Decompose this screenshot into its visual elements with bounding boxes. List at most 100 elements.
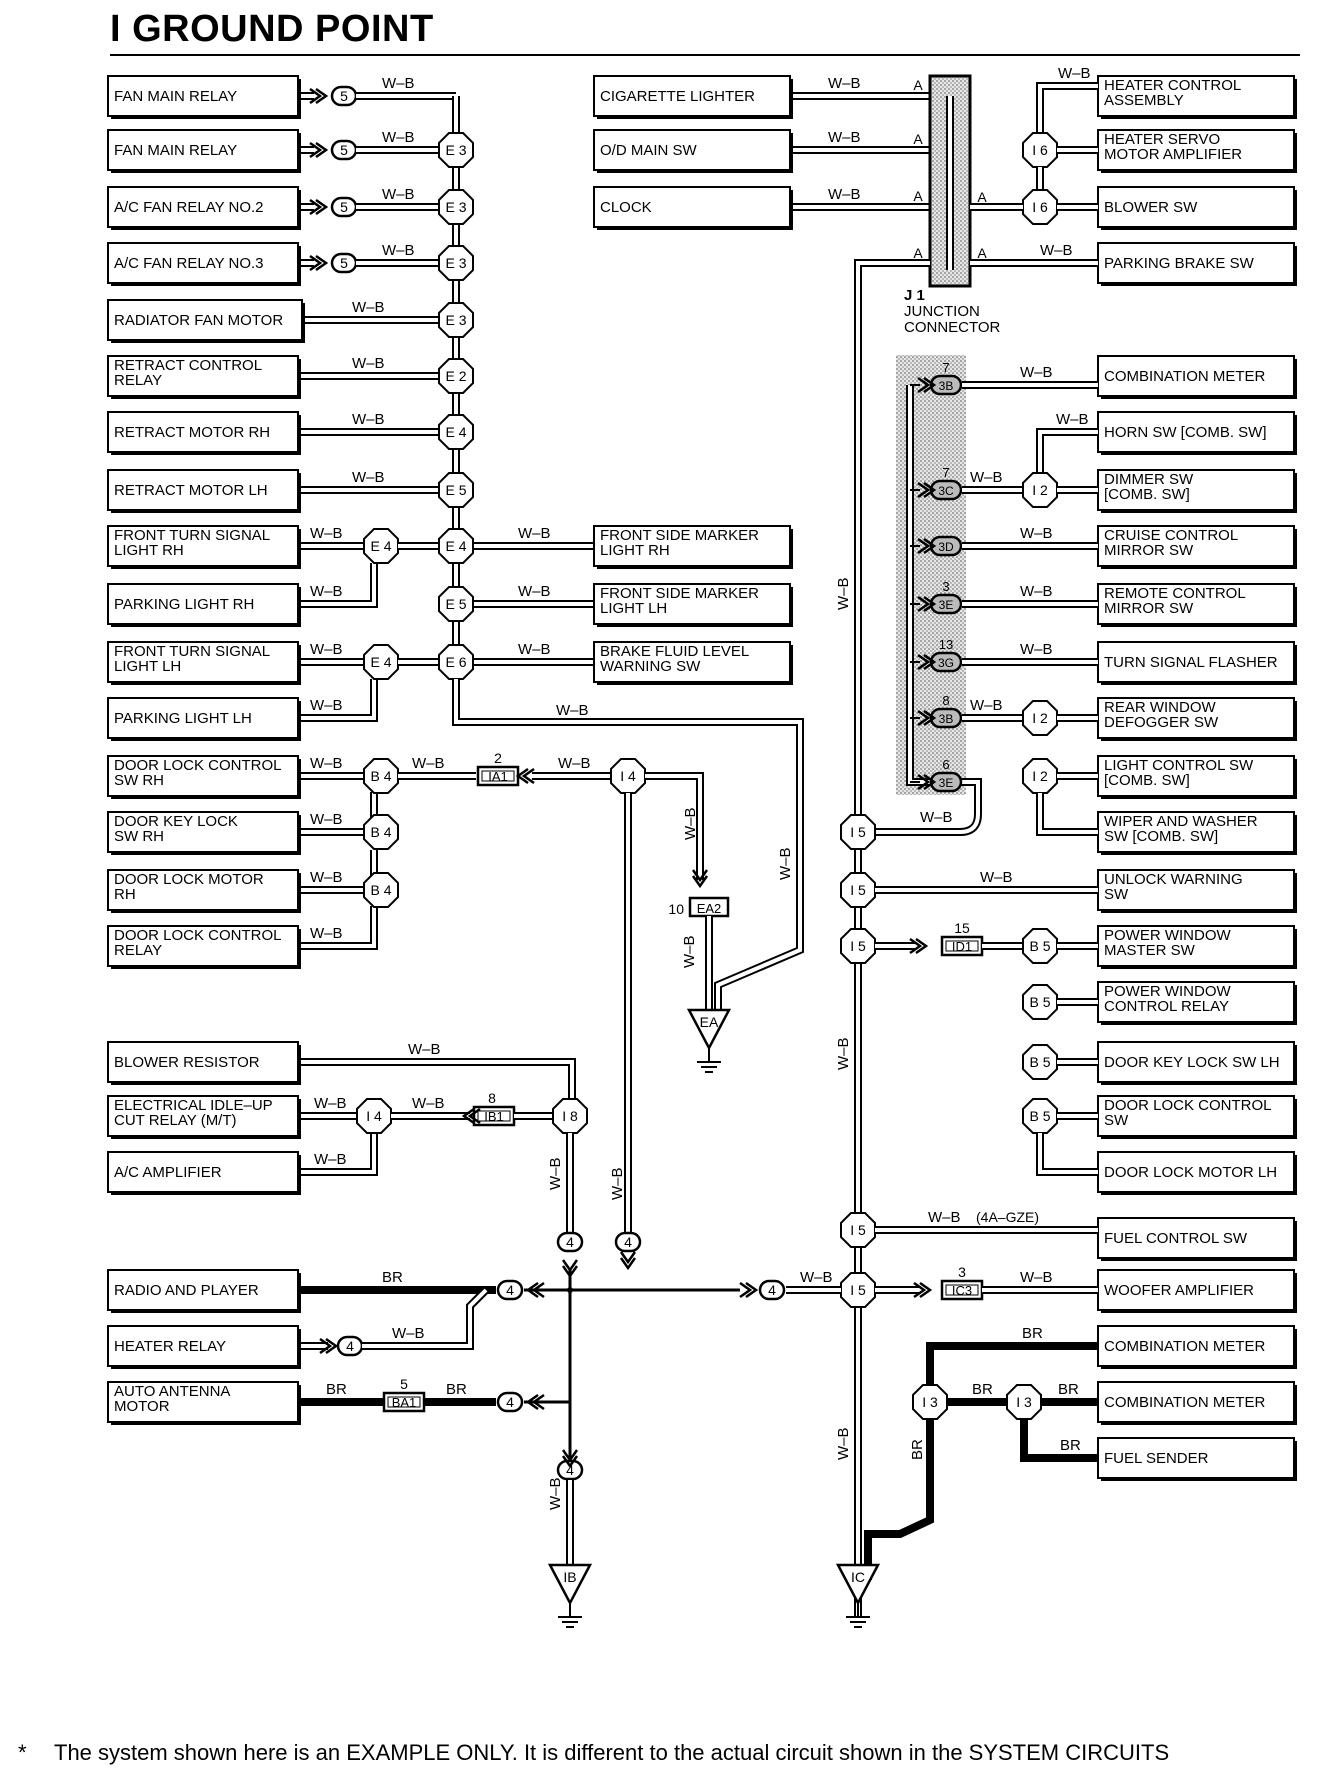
wire-label-left-17: W–B [314,1095,347,1112]
arrow-left-0-b [315,87,329,105]
wire-label-mid-1: W–B [518,583,551,600]
pin-number-jc-3: 3 [942,579,949,594]
splice-b4-2 [363,872,399,908]
wire-label-comb-meter: W–B [1020,364,1053,381]
splice-e-4 [438,358,474,394]
component-box-left-8-label: LIGHT RH [114,542,184,559]
arrow-ea2 [691,869,709,883]
component-box-mid-0-frame [593,75,791,117]
component-box-left-13-frame [107,811,299,853]
connector-4-i8-label: 4 [566,1234,574,1250]
component-box-left-1-frame [107,129,299,171]
component-box-right-2: BLOWER SW [1097,186,1297,230]
component-box-right-13-label: UNLOCK WARNING [1104,871,1243,888]
connector-5-3-label: 5 [340,255,348,271]
junction-pin-3 [929,593,963,615]
component-box-left-15-frame [107,925,299,967]
wire-left-11-inner [301,679,376,720]
pin-number-jc-5: 8 [942,693,949,708]
arrow-left-3-b [315,254,329,272]
component-box-left-2-frame [107,186,299,228]
ground-ea [686,1008,732,1051]
component-box-left-9-frame [107,583,299,625]
component-box-left-10-label: LIGHT LH [114,658,181,675]
component-box-right-1-frame [1097,129,1295,171]
component-box-right-9: TURN SIGNAL FLASHER [1097,641,1297,685]
component-box-left-14-label: DOOR LOCK MOTOR [114,871,264,888]
wire-label-ea2-down: W–B [681,935,698,968]
component-box-left-11-label: PARKING LIGHT LH [114,710,252,727]
arrow-left-1-b [315,141,329,159]
component-box-right-15-label: CONTROL RELAY [1104,998,1229,1015]
wire-label-horn: W–B [1056,411,1089,428]
component-box-left-5-frame [107,355,299,397]
component-box-mid-2-frame [593,186,791,228]
inline-connector-ia1-inner [481,770,515,782]
component-box-left-20-label: HEATER RELAY [114,1338,226,1355]
inline-connector-ib1-inner [477,1110,511,1122]
wire-lock-motor-lh-inner [1038,1133,1098,1174]
component-box-right-19-frame [1097,1217,1295,1259]
connector-4-antenna [496,1391,524,1413]
component-box-right-5: HORN SW [COMB. SW] [1097,411,1297,455]
pin-a-right-1: A [977,245,987,261]
arrow-ea2-b [691,875,709,889]
splice-b5-2 [1022,1044,1058,1080]
arrow-left-2 [309,198,323,216]
component-box-right-0-label: ASSEMBLY [1104,92,1184,109]
component-box-right-22-frame [1097,1381,1295,1423]
wire-e6-to-ea-inner [454,679,802,1010]
splice-e-9-label: E 6 [445,654,466,670]
arrow-ib1-left-b [461,1107,475,1125]
wire-label-i8-down: W–B [547,1157,564,1190]
wire-left-18-inner [301,1133,376,1174]
component-box-left-2-label: A/C FAN RELAY NO.2 [114,199,264,216]
component-box-left-12-frame [107,755,299,797]
component-box-left-12-label: SW RH [114,772,164,789]
component-box-right-0-frame [1097,75,1295,117]
arrow-jc-2-b [923,537,937,555]
wire-br-fuel [1020,1419,1098,1462]
splice-i6-a [1022,132,1058,168]
junction-dot [567,1287,573,1293]
wire-wiper-outer [1036,793,1098,836]
arrow-radio-b [525,1281,539,1299]
junction-line2: CONNECTOR [904,319,1001,336]
component-box-right-9-label: TURN SIGNAL FLASHER [1104,654,1278,671]
component-box-right-9-frame [1097,641,1295,683]
splice-b5-1 [1022,984,1058,1020]
footnote: *The system shown here is an EXAMPLE ONL… [18,1740,1169,1766]
component-box-left-8-frame [107,525,299,567]
wire-label-mid-2: W–B [518,641,551,658]
pin-ea2: 10 [668,901,684,917]
bus-right-main-inner [856,261,930,1618]
component-box-right-20: WOOFER AMPLIFIER [1097,1269,1297,1313]
splice-e-1-label: E 3 [445,199,466,215]
junction-id: J 1 [904,287,925,304]
component-box-left-10-frame [107,641,299,683]
component-box-mid-1: O/D MAIN SW [593,129,793,173]
component-box-mid-0: CIGARETTE LIGHTER [593,75,793,119]
component-box-right-17-frame [1097,1095,1295,1137]
component-box-right-0-label: HEATER CONTROL [1104,77,1241,94]
arrow-jc-3 [917,595,931,613]
splice-e-9 [438,644,474,680]
component-box-mid-5-frame [593,641,791,683]
inline-connector-ea2-label: EA2 [697,901,722,916]
splice-i5-1-label: I 5 [850,882,866,898]
component-box-right-20-label: WOOFER AMPLIFIER [1104,1282,1254,1299]
junction-pin-4-label: 3G [938,656,954,670]
connector-5-2-label: 5 [340,199,348,215]
component-box-right-4: COMBINATION METER [1097,355,1297,399]
arrow-heater [319,1337,333,1355]
arrow-jc-5 [917,709,931,727]
wire-label-i5-0: W–B [920,809,953,826]
component-box-mid-3-label: LIGHT RH [600,542,670,559]
component-box-right-22-label: COMBINATION METER [1104,1394,1266,1411]
